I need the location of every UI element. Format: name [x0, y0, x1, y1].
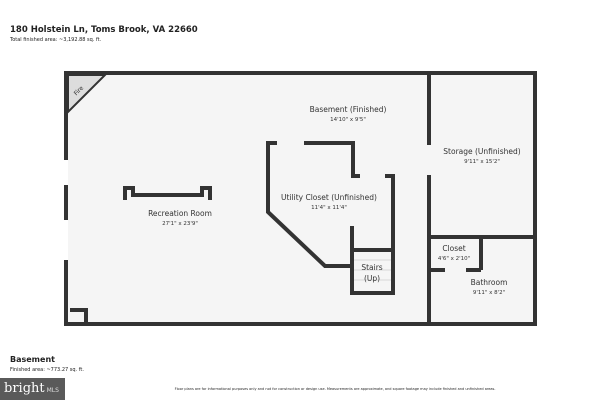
fireplace-icon [67, 74, 108, 115]
total-area: Total finished area: ~3,192.88 sq. ft. [10, 37, 102, 43]
logo-brand: bright [4, 381, 45, 396]
disclaimer: Floor plans are for informational purpos… [174, 387, 496, 391]
room-dims: 27'1" x 23'9" [162, 221, 198, 227]
room-label: Utility Closet (Unfinished) [281, 193, 377, 202]
room-dims: 9'11" x 15'2" [464, 159, 500, 165]
floor-finished-area: Finished area: ~773.27 sq. ft. [10, 367, 84, 373]
room-label: Recreation Room [148, 209, 212, 218]
stairs-label: Stairs [361, 263, 382, 272]
floor-area [66, 73, 535, 324]
room-label: Closet [442, 244, 465, 253]
room-label: Storage (Unfinished) [443, 147, 520, 156]
room-dims: 9'11" x 8'2" [473, 290, 505, 296]
stair-treads [354, 259, 391, 281]
address-title: 180 Holstein Ln, Toms Brook, VA 22660 [10, 25, 198, 35]
logo-sub: MLS [46, 387, 59, 394]
room-dims: 4'6" x 2'10" [438, 256, 470, 262]
room-label: Bathroom [471, 278, 508, 287]
floor-name: Basement [10, 355, 55, 364]
stairs-direction: (Up) [364, 274, 380, 283]
room-dims: 14'10" x 9'5" [330, 117, 366, 123]
room-label: Basement (Finished) [310, 105, 387, 114]
room-dims: 11'4" x 11'4" [311, 205, 347, 211]
walls [64, 71, 537, 326]
